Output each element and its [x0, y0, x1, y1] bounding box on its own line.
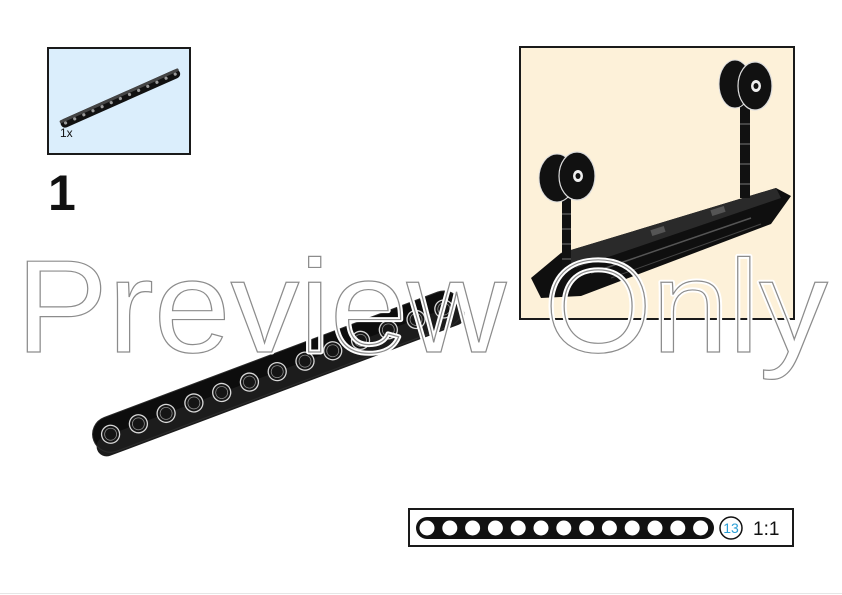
parts-list-callout: 1x [47, 47, 191, 155]
ruler-scale-label: 1:1 [753, 519, 779, 540]
part-quantity: 1x [60, 126, 73, 140]
assembled-model-illustration [531, 59, 791, 298]
ruler-beam-icon: 13 1:1 [416, 516, 779, 540]
ruler-length-number: 13 [723, 520, 739, 536]
model-preview-callout [519, 46, 795, 320]
step-number: 1 [48, 165, 76, 221]
page-bottom-divider [0, 593, 842, 594]
technic-beam-13-icon [59, 68, 181, 128]
part-length-ruler: 13 1:1 [408, 508, 794, 547]
